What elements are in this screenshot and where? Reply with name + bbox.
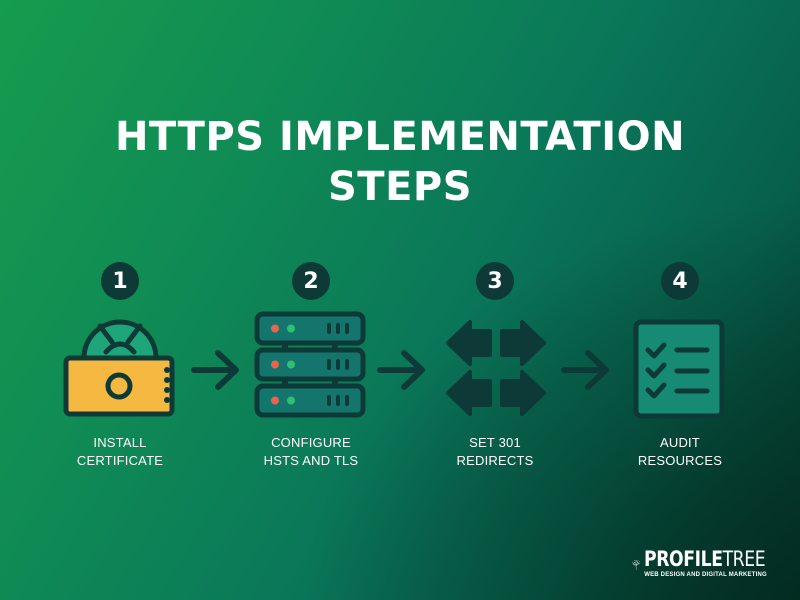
tree-logo-icon <box>632 560 640 571</box>
step-1-label: INSTALL CERTIFICATE <box>76 435 164 468</box>
step-1-number-badge: 1 <box>101 262 139 300</box>
title-line-1: HTTPS IMPLEMENTATION <box>114 114 686 160</box>
arrow-right-icon <box>191 350 239 390</box>
step-4-label: AUDIT RESOURCES <box>637 435 723 468</box>
step-4-number-badge: 4 <box>661 262 699 300</box>
arrow-right-icon <box>561 350 609 390</box>
profiletree-logo: PROFILETREE WEB DESIGN AND DIGITAL MARKE… <box>632 548 792 588</box>
page-title: HTTPS IMPLEMENTATION STEPS <box>0 112 800 212</box>
step-2-label: CONFIGURE HSTS AND TLS <box>263 435 359 468</box>
redirect-arrows-icon <box>446 320 546 416</box>
logo-tagline: WEB DESIGN AND DIGITAL MARKETING <box>644 572 767 578</box>
step-2-number-badge: 2 <box>292 262 330 300</box>
step-3-label: SET 301 REDIRECTS <box>456 435 534 468</box>
server-stack-icon <box>254 311 366 418</box>
title-line-2: STEPS <box>327 164 473 210</box>
checklist-icon <box>633 319 725 419</box>
arrow-right-icon <box>377 350 425 390</box>
step-3-number-badge: 3 <box>476 262 514 300</box>
logo-name: PROFILETREE <box>644 547 766 571</box>
padlock-certificate-icon <box>63 319 175 417</box>
